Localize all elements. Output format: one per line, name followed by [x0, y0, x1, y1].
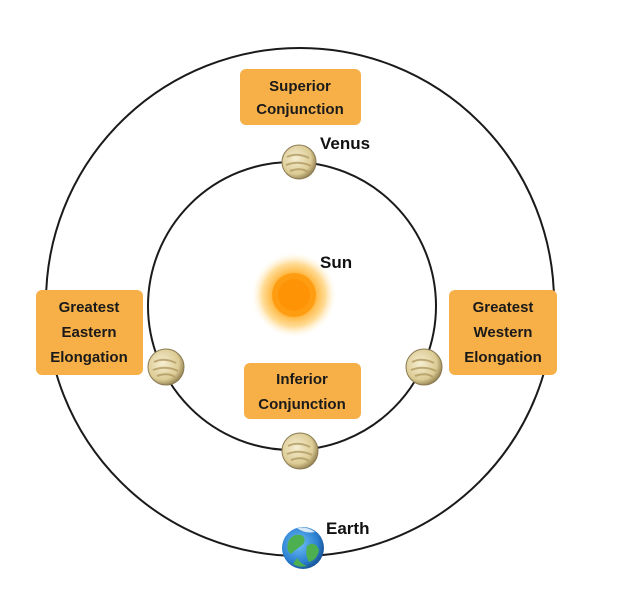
- inferior-conjunction-line-2: Conjunction: [258, 396, 345, 413]
- venus-label: Venus: [320, 134, 370, 153]
- inferior-conjunction-line-1: Inferior: [276, 371, 328, 388]
- greatest-western-line-2: Western: [474, 324, 533, 341]
- greatest-eastern-line-3: Elongation: [50, 349, 128, 366]
- greatest-western-elongation-label: Greatest Western Elongation: [449, 290, 557, 375]
- greatest-western-line-3: Elongation: [464, 349, 542, 366]
- earth-globe-icon: [282, 527, 324, 569]
- greatest-eastern-line-1: Greatest: [59, 299, 120, 316]
- sun-label: Sun: [320, 253, 352, 272]
- greatest-eastern-elongation-label: Greatest Eastern Elongation: [36, 290, 143, 375]
- venus-icon: [147, 348, 185, 386]
- venus-icon: [281, 144, 317, 180]
- earth-label: Earth: [326, 519, 369, 538]
- superior-conjunction-label: Superior Conjunction: [240, 69, 361, 125]
- venus-icon: [405, 348, 443, 386]
- greatest-eastern-line-2: Eastern: [61, 324, 116, 341]
- venus-icon: [281, 432, 319, 470]
- inferior-conjunction-label: Inferior Conjunction: [244, 363, 361, 419]
- superior-conjunction-line-2: Conjunction: [256, 101, 343, 118]
- greatest-western-line-1: Greatest: [473, 299, 534, 316]
- superior-conjunction-line-1: Superior: [269, 78, 331, 95]
- sun-icon: [252, 253, 336, 337]
